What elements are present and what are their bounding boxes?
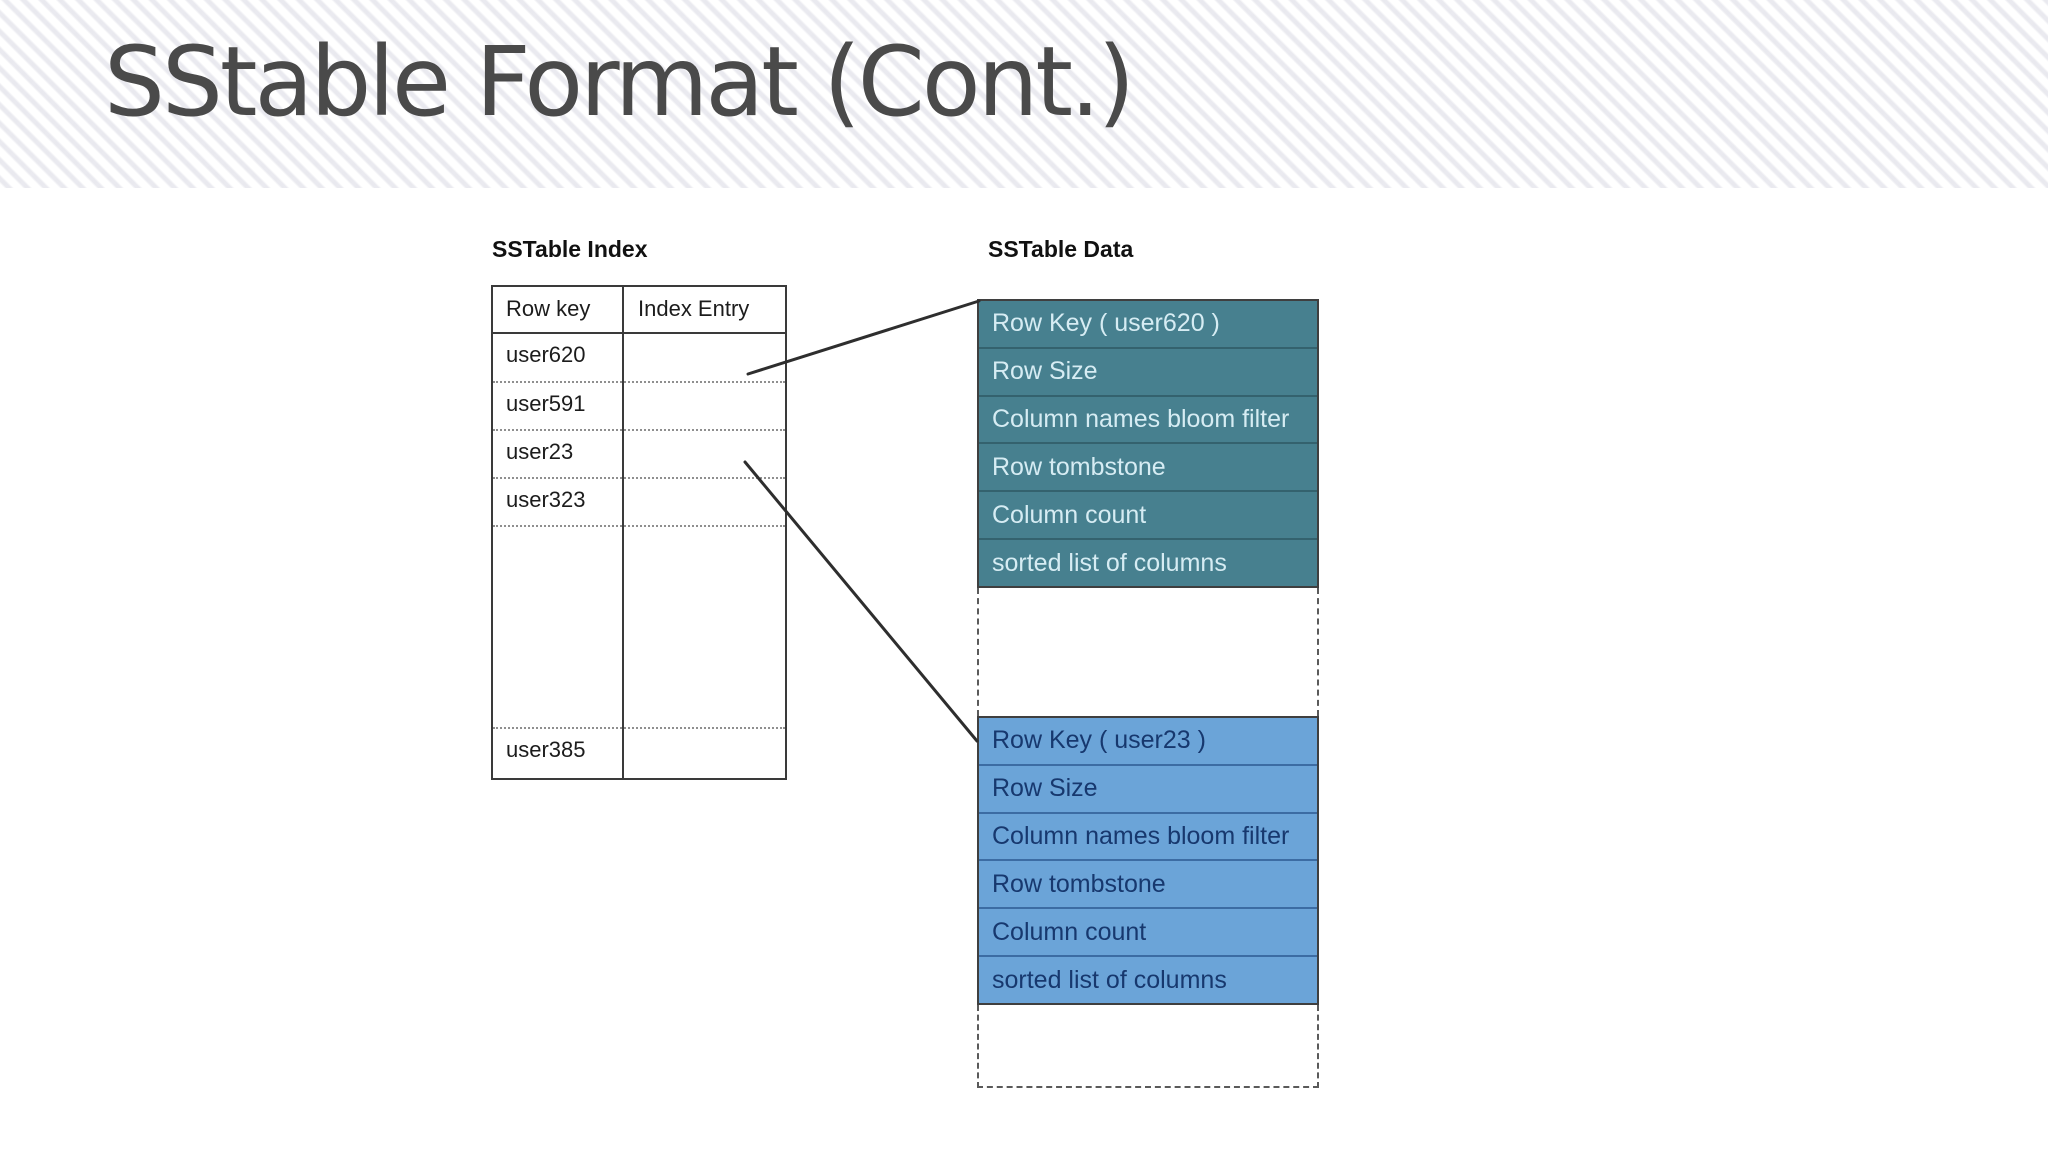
data-field-bloom-filter: Column names bloom filter [979, 394, 1317, 443]
data-field-sorted-columns: sorted list of columns [979, 538, 1317, 586]
data-field-row-tombstone: Row tombstone [979, 859, 1317, 907]
data-field-bloom-filter: Column names bloom filter [979, 811, 1317, 860]
user620-data-block: Row Key ( user620 ) Row Size Column name… [977, 299, 1319, 588]
index-table-header-row-key: Row key [506, 296, 591, 321]
data-gap-placeholder [977, 588, 1319, 716]
index-table-column-divider [622, 287, 624, 778]
user23-data-block: Row Key ( user23 ) Row Size Column names… [977, 716, 1319, 1005]
data-field-row-tombstone: Row tombstone [979, 442, 1317, 490]
slide-header-band [0, 0, 2048, 188]
data-field-column-count: Column count [979, 490, 1317, 538]
table-row: user323 [493, 479, 785, 527]
index-section-heading: SSTable Index [492, 236, 648, 262]
data-field-column-count: Column count [979, 907, 1317, 955]
table-row: user620 [493, 334, 785, 383]
data-tail-placeholder [977, 1005, 1319, 1088]
slide-title: SStable Format (Cont.) [104, 26, 1135, 138]
data-field-row-size: Row Size [979, 346, 1317, 395]
index-table-header-row: Row key Index Entry [493, 287, 785, 334]
data-field-row-key: Row Key ( user620 ) [992, 309, 1220, 338]
table-row: user385 [506, 737, 586, 762]
data-field-row-size: Row Size [979, 763, 1317, 812]
data-field-row-key: Row Key ( user23 ) [992, 726, 1206, 755]
index-table: Row key Index Entry user620 user591 user… [491, 285, 787, 780]
data-section-heading: SSTable Data [988, 236, 1134, 262]
data-field-sorted-columns: sorted list of columns [979, 955, 1317, 1003]
index-table-header-index-entry: Index Entry [638, 296, 750, 321]
table-row: user591 [493, 383, 785, 431]
table-row: user23 [493, 431, 785, 479]
table-row-empty [493, 527, 785, 729]
